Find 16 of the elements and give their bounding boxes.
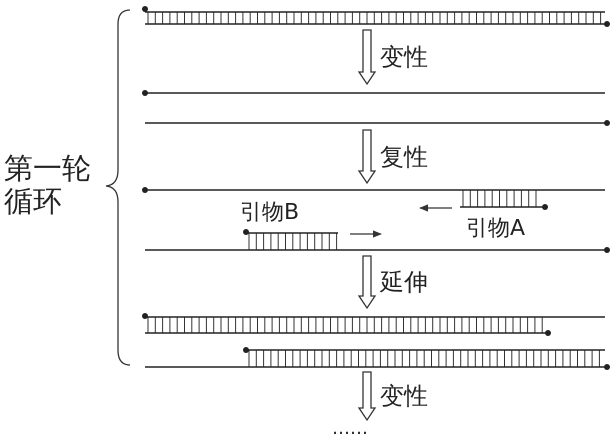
- hollow-arrow: [358, 129, 376, 184]
- dna-strand-drawing: [142, 187, 610, 253]
- primer-label: 引物B: [240, 200, 300, 226]
- hollow-arrow: [358, 29, 376, 86]
- cycle-label: 第一轮循环: [4, 152, 92, 219]
- edge-label: 变性: [380, 384, 428, 408]
- edge-label: 延伸: [380, 270, 428, 294]
- dna-strand-drawing: [142, 6, 610, 27]
- hollow-arrow: [358, 371, 376, 422]
- dna-strand-drawing: [142, 90, 610, 126]
- ellipsis-text: ……: [330, 420, 370, 438]
- hollow-arrow: [358, 255, 376, 310]
- dna-strand-drawing: [142, 313, 610, 370]
- edge-label: 复性: [380, 144, 428, 168]
- primer-label: 引物A: [466, 216, 526, 242]
- edge-label: 变性: [380, 45, 428, 69]
